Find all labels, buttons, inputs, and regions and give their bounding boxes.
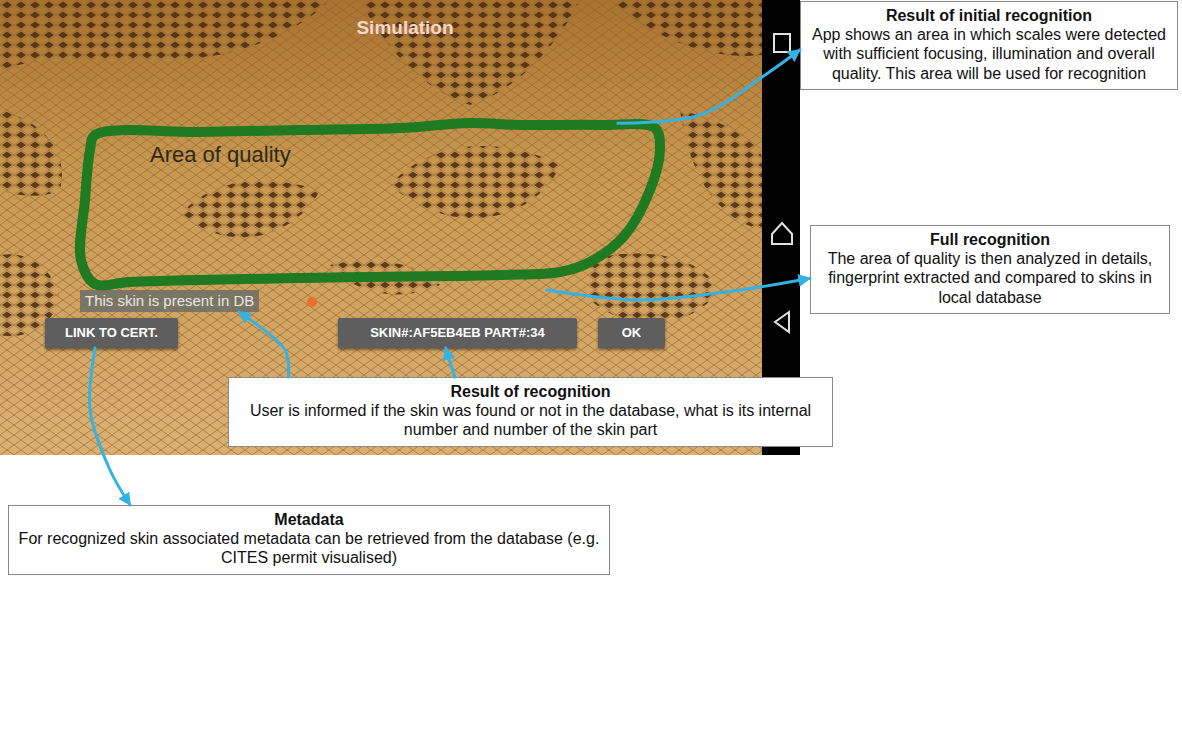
app-button: OK xyxy=(598,318,665,348)
app-button: SKIN#:AF5EB4EB PART#:34 xyxy=(338,318,577,348)
quality-area: Area of quality xyxy=(75,118,665,290)
status-dot xyxy=(307,297,317,307)
callout-heading: Result of initial recognition xyxy=(809,6,1169,25)
button-label: LINK TO CERT. xyxy=(55,318,168,348)
callout-box: Full recognitionThe area of quality is t… xyxy=(810,225,1170,314)
back-icon xyxy=(775,312,789,332)
home-icon xyxy=(772,223,792,244)
button-label: OK xyxy=(608,318,655,348)
app-button: LINK TO CERT. xyxy=(45,318,178,348)
leader-arrow xyxy=(446,348,455,377)
leader-arrow xyxy=(239,312,289,377)
button-label: SKIN#:AF5EB4EB PART#:34 xyxy=(348,318,567,348)
callout-body: User is informed if the skin was found o… xyxy=(237,401,824,439)
leader-arrow xyxy=(90,348,131,505)
callout-box: Result of recognitionUser is informed if… xyxy=(228,377,833,447)
callout-heading: Full recognition xyxy=(819,230,1161,249)
callout-body: For recognized skin associated metadata … xyxy=(17,529,601,567)
callout-box: MetadataFor recognized skin associated m… xyxy=(8,505,610,575)
leader-arrow xyxy=(618,50,800,123)
callout-body: The area of quality is then analyzed in … xyxy=(819,249,1161,307)
area-label: Area of quality xyxy=(75,118,665,168)
recent-apps-icon xyxy=(774,34,790,52)
leader-arrow xyxy=(547,278,810,300)
status-text: This skin is present in DB xyxy=(85,290,254,312)
screen-title: Simulation xyxy=(330,0,480,40)
callout-heading: Metadata xyxy=(17,510,601,529)
callout-body: App shows an area in which scales were d… xyxy=(809,25,1169,83)
callout-heading: Result of recognition xyxy=(237,382,824,401)
status-label: This skin is present in DB xyxy=(80,290,259,312)
callout-box: Result of initial recognitionApp shows a… xyxy=(800,1,1178,90)
